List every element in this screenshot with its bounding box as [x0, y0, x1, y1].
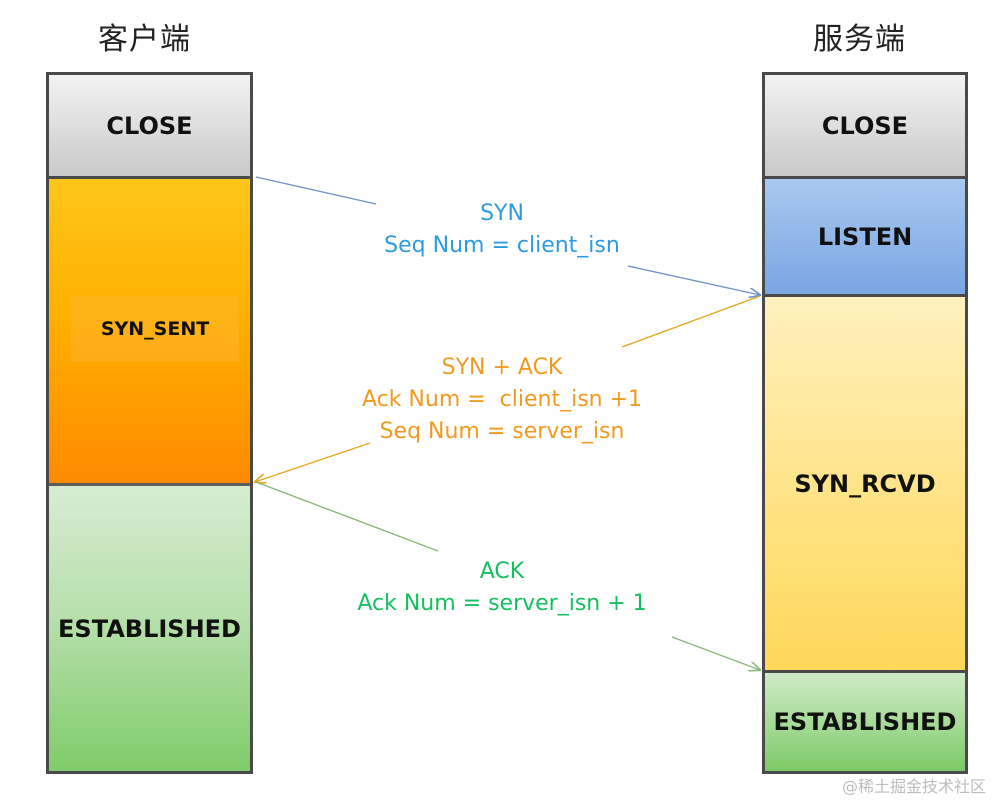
- synack-message-line1: SYN + ACK: [441, 355, 563, 380]
- ack-message-line1: ACK: [479, 559, 525, 584]
- syn-arrow-segment-2: [627, 265, 760, 295]
- client-state-column: CLOSE SYN_SENT ESTABLISHED: [46, 72, 253, 774]
- watermark-text: @稀土掘金技术社区: [841, 777, 986, 796]
- ack-arrow-segment-2: [671, 636, 760, 670]
- server-state-listen: LISTEN: [765, 179, 965, 297]
- synack-message-line3: Seq Num = server_isn: [379, 419, 625, 444]
- client-state-syn-sent: SYN_SENT: [49, 179, 250, 486]
- server-close-label: CLOSE: [821, 111, 909, 140]
- client-syn-sent-label-box: SYN_SENT: [71, 296, 239, 362]
- synack-arrow-segment-1: [621, 295, 761, 348]
- client-state-established: ESTABLISHED: [49, 486, 250, 771]
- server-established-label: ESTABLISHED: [773, 708, 957, 736]
- client-state-close: CLOSE: [49, 75, 250, 179]
- client-syn-sent-label: SYN_SENT: [100, 318, 210, 340]
- server-state-established: ESTABLISHED: [765, 673, 965, 771]
- server-header: 服务端: [813, 22, 906, 57]
- ack-message-line2: Ack Num = server_isn + 1: [357, 591, 647, 616]
- server-state-syn-rcvd: SYN_RCVD: [765, 297, 965, 673]
- client-close-label: CLOSE: [106, 111, 193, 140]
- server-state-close: CLOSE: [765, 75, 965, 179]
- server-listen-label: LISTEN: [817, 222, 913, 251]
- synack-arrow-segment-2: [255, 442, 371, 482]
- synack-message: SYN + ACK Ack Num = client_isn +1 Seq Nu…: [337, 352, 667, 448]
- syn-arrow-segment-1: [255, 176, 377, 205]
- syn-message-line2: Seq Num = client_isn: [384, 233, 620, 258]
- server-state-column: CLOSE LISTEN SYN_RCVD ESTABLISHED: [762, 72, 968, 774]
- ack-message: ACK Ack Num = server_isn + 1: [337, 556, 667, 620]
- client-header: 客户端: [98, 22, 191, 57]
- server-syn-rcvd-label: SYN_RCVD: [794, 469, 936, 498]
- syn-message-line1: SYN: [480, 201, 524, 226]
- ack-arrow-segment-1: [255, 481, 439, 552]
- syn-message: SYN Seq Num = client_isn: [362, 198, 642, 262]
- client-established-label: ESTABLISHED: [58, 614, 241, 643]
- synack-message-line2: Ack Num = client_isn +1: [361, 387, 643, 412]
